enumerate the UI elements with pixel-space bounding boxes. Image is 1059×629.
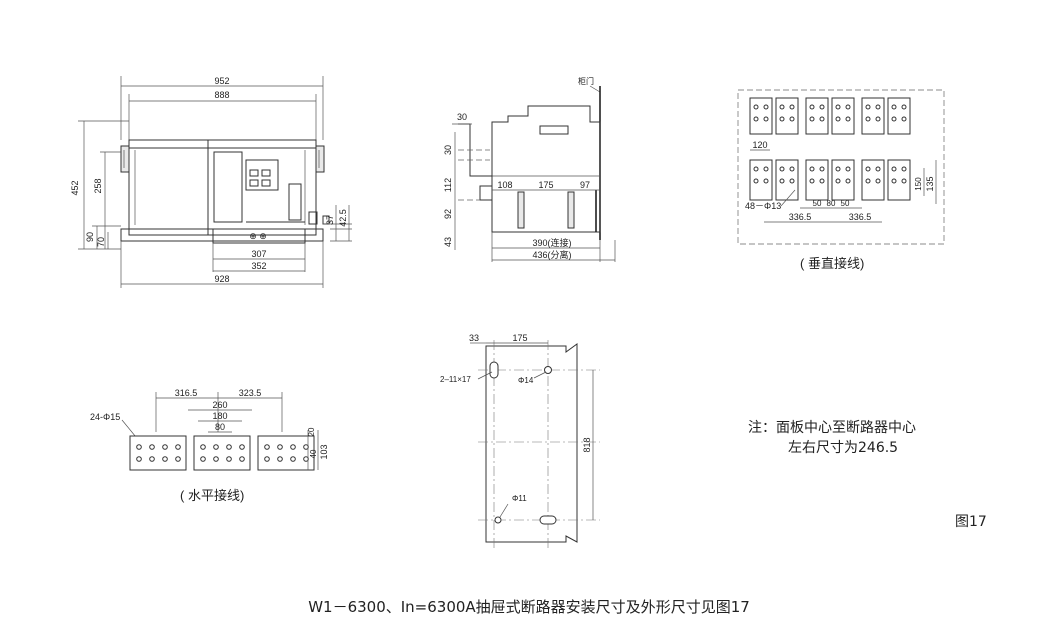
mp-dim-33: 33 [469, 333, 479, 343]
vw-dim-hole: 48－Φ13 [745, 201, 781, 211]
vertical-wiring-caption: ( 垂直接线) [800, 256, 864, 271]
side-dim-175: 175 [538, 180, 553, 190]
hw-dim-20: 20 [307, 427, 316, 436]
side-dim-112: 112 [443, 178, 453, 192]
vertical-wiring-view: 120 48－Φ13 50 80 50 336.5 336.5 150 135 … [737, 89, 945, 271]
note-line-2: 左右尺寸为246.5 [788, 440, 898, 456]
dim-258: 258 [93, 178, 103, 193]
hw-dim-180: 180 [212, 411, 227, 421]
vw-dim-120: 120 [752, 140, 767, 150]
dim-307: 307 [251, 249, 266, 259]
dim-352: 352 [251, 261, 266, 271]
dim-888: 888 [214, 90, 229, 100]
cabinet-door-label: 柜门 [578, 76, 594, 86]
dim-452: 452 [70, 180, 80, 195]
vw-dim-50b: 50 [841, 199, 850, 208]
hw-dim-260: 260 [212, 400, 227, 410]
side-dim-92: 92 [443, 209, 453, 219]
vw-dim-50a: 50 [813, 199, 822, 208]
dim-928: 928 [214, 274, 229, 284]
hw-dim-80: 80 [215, 422, 225, 432]
side-dim-436: 436(分离) [532, 249, 571, 260]
note-line-1: 注：面板中心至断路器中心 [748, 420, 916, 436]
horizontal-wiring-caption: ( 水平接线) [180, 488, 244, 503]
figure-label: 图17 [955, 514, 987, 530]
side-dim-30-h: 30 [457, 112, 467, 122]
mp-dim-175: 175 [512, 333, 527, 343]
svg-text:⊕ ⊕: ⊕ ⊕ [249, 231, 267, 241]
hw-dim-316: 316.5 [175, 388, 198, 398]
side-view: 柜门 30 30 112 92 43 108 175 97 390(连接) 43… [443, 76, 616, 262]
mp-dim-818: 818 [582, 437, 592, 452]
dim-37: 37 [325, 215, 335, 225]
dim-90: 90 [85, 232, 95, 242]
horizontal-wiring-view: 316.5 323.5 260 180 80 24-Φ15 20 40 103 … [90, 388, 329, 503]
mp-dim-slot: 2–11×17 [440, 375, 471, 384]
hw-dim-323: 323.5 [239, 388, 262, 398]
front-view: 952 888 ⊕ ⊕ 452 2 [70, 76, 352, 288]
dim-952: 952 [214, 76, 229, 86]
hw-dim-40: 40 [309, 449, 318, 458]
vw-dim-336b: 336.5 [849, 212, 872, 222]
dim-42-5: 42.5 [338, 209, 348, 227]
side-dim-108: 108 [497, 180, 512, 190]
horizontal-busbars [129, 435, 315, 471]
mp-dim-phi11: Φ11 [512, 494, 527, 503]
mounting-plate-view: 33 175 2–11×17 Φ14 Φ11 818 [440, 333, 600, 550]
dim-70: 70 [96, 237, 106, 247]
side-dim-30-v: 30 [443, 145, 453, 155]
vw-dim-150: 150 [914, 177, 923, 191]
mp-dim-phi14: Φ14 [518, 376, 534, 385]
side-dim-97: 97 [580, 180, 590, 190]
hw-dim-hole: 24-Φ15 [90, 412, 120, 422]
side-dim-390: 390(连接) [532, 237, 571, 248]
vw-dim-80: 80 [827, 199, 836, 208]
vw-dim-135: 135 [925, 176, 935, 191]
side-dim-43: 43 [443, 237, 453, 247]
vertical-busbars [749, 97, 911, 201]
vw-dim-336a: 336.5 [789, 212, 812, 222]
figure-caption: W1－6300、In=6300A抽屉式断路器安装尺寸及外形尺寸见图17 [308, 598, 750, 616]
hw-dim-103: 103 [319, 444, 329, 459]
